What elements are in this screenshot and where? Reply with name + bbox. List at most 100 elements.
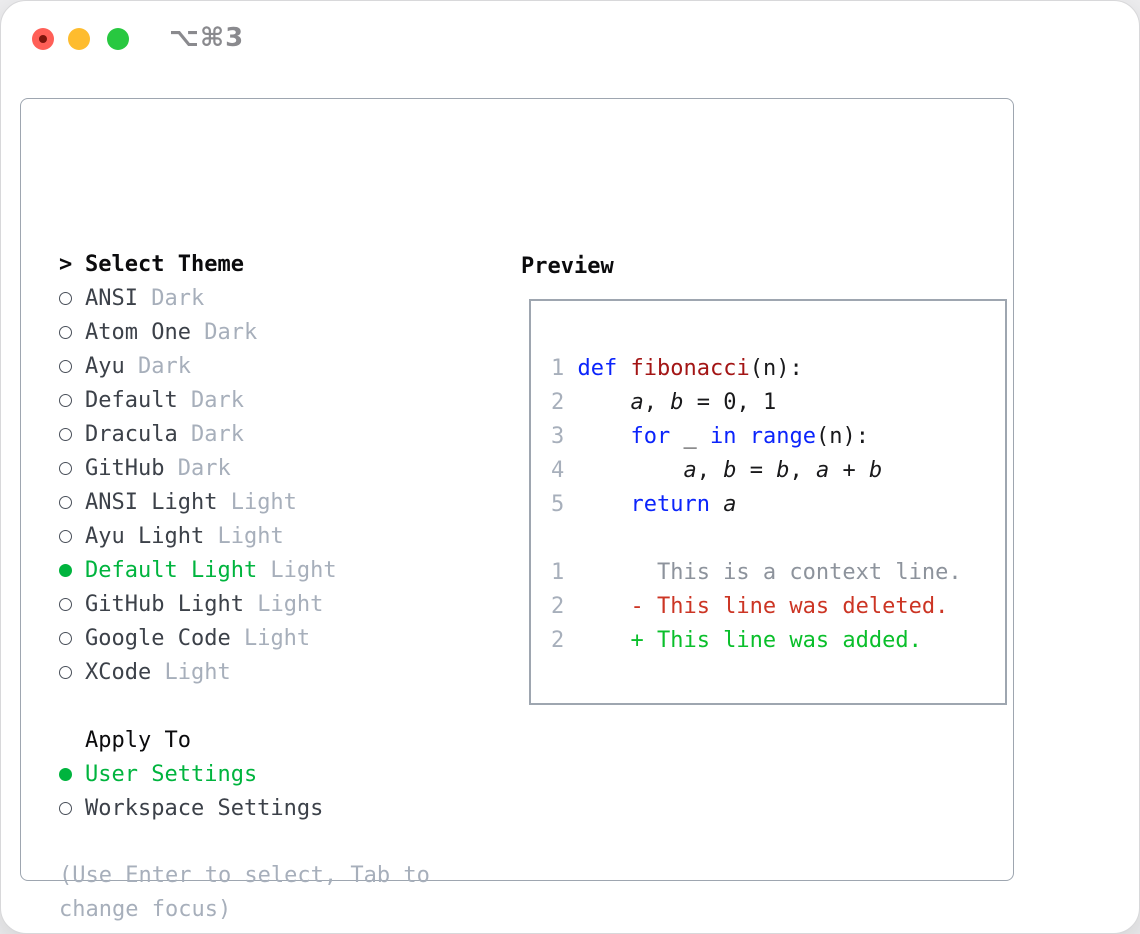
code-segment: range [749, 424, 816, 449]
radio-column [59, 495, 85, 509]
option-label: ANSI [85, 285, 138, 311]
code-segment [710, 492, 723, 517]
theme-option-google-code-light[interactable]: Google Code Light [59, 621, 337, 655]
option-label: Dracula [85, 421, 178, 447]
radio-column [59, 359, 85, 373]
apply-option-user-settings[interactable]: User Settings [59, 757, 323, 791]
code-segment [577, 390, 630, 415]
help-text: (Use Enter to select, Tab to change focu… [59, 863, 430, 922]
code-segment: This is a context line. [577, 560, 962, 585]
code-segment [736, 424, 749, 449]
theme-option-ayu-light-light[interactable]: Ayu Light Light [59, 519, 337, 553]
theme-option-ayu-dark[interactable]: Ayu Dark [59, 349, 337, 383]
preview-line-5: 5 return a [551, 488, 1005, 522]
close-button[interactable] [32, 28, 54, 50]
code-segment: b [868, 458, 883, 483]
code-segment: , [696, 458, 724, 483]
preview-line-9: 2 + This line was added. [551, 624, 1005, 658]
radio-column [59, 325, 85, 339]
radio-icon [59, 631, 72, 645]
option-tag: Dark [124, 353, 191, 379]
title-bar: ⌥⌘3 [1, 1, 1139, 77]
radio-column [59, 563, 85, 577]
radio-column [59, 767, 85, 781]
option-label: Ayu Light [85, 523, 205, 549]
preview-blank-line [551, 522, 1005, 556]
option-label: Google Code [85, 625, 231, 651]
preview-line-4: 4 a, b = b, a + b [551, 454, 1005, 488]
option-tag: Light [230, 625, 311, 651]
radio-icon [59, 393, 72, 407]
code-segment: + This line was added. [577, 628, 922, 653]
option-tag: Light [217, 489, 297, 515]
radio-icon [59, 529, 72, 543]
theme-option-github-dark[interactable]: GitHub Dark [59, 451, 337, 485]
radio-column [59, 291, 85, 305]
radio-column [59, 665, 85, 679]
code-segment: return [630, 492, 710, 517]
radio-column [59, 529, 85, 543]
theme-option-ansi-dark[interactable]: ANSI Dark [59, 281, 337, 315]
window-title: ⌥⌘3 [169, 23, 245, 53]
code-segment: a [723, 492, 737, 517]
apply-option-workspace-settings[interactable]: Workspace Settings [59, 791, 323, 825]
radio-column [59, 597, 85, 611]
code-segment: _ [670, 424, 710, 449]
option-label: GitHub Light [85, 591, 244, 617]
code-segment: = 0, 1 [683, 390, 777, 415]
code-segment [577, 492, 630, 517]
code-segment: b [670, 390, 684, 415]
radio-icon [59, 359, 72, 373]
radio-column [59, 461, 85, 475]
code-segment [577, 424, 630, 449]
theme-option-dracula-dark[interactable]: Dracula Dark [59, 417, 337, 451]
code-segment: a [683, 458, 697, 483]
radio-column [59, 393, 85, 407]
radio-icon [59, 427, 72, 441]
radio-icon [59, 801, 72, 815]
theme-option-default-light-light[interactable]: Default Light Light [59, 553, 337, 587]
selection-caret: > [59, 251, 73, 277]
theme-option-github-light-light[interactable]: GitHub Light Light [59, 587, 337, 621]
line-number: 3 [551, 424, 565, 449]
theme-option-ansi-light-light[interactable]: ANSI Light Light [59, 485, 337, 519]
radio-column [59, 427, 85, 441]
theme-option-xcode-light[interactable]: XCode Light [59, 655, 337, 689]
code-segment: in [709, 424, 737, 449]
option-label: XCode [85, 659, 152, 685]
radio-icon [59, 461, 72, 475]
theme-option-default-dark[interactable]: Default Dark [59, 383, 337, 417]
code-segment: a [815, 458, 830, 483]
option-label: Default [85, 387, 178, 413]
option-label: ANSI Light [85, 489, 218, 515]
option-label: Atom One [85, 319, 191, 345]
option-tag: Dark [137, 285, 205, 311]
line-number: 2 [551, 594, 565, 619]
option-tag: Light [204, 523, 284, 549]
radio-icon [59, 325, 72, 339]
code-segment [577, 458, 683, 483]
preview-header: Preview [521, 254, 614, 279]
apply-to-header: Apply To [85, 727, 191, 753]
option-tag: Dark [177, 421, 244, 447]
zoom-button[interactable] [107, 28, 129, 50]
code-segment: , [643, 390, 671, 415]
code-segment: = [736, 458, 777, 483]
theme-option-atom-one-dark[interactable]: Atom One Dark [59, 315, 337, 349]
apply-to-header-row: Apply To [59, 723, 323, 757]
code-segment: - This line was deleted. [577, 594, 949, 619]
radio-icon [59, 665, 72, 679]
option-label: Ayu [85, 353, 125, 379]
radio-icon [59, 597, 72, 611]
preview-line-3: 3 for _ in range(n): [551, 420, 1005, 454]
code-segment: b [723, 458, 737, 483]
radio-icon [59, 291, 72, 305]
line-number: 1 [551, 560, 565, 585]
minimize-button[interactable] [68, 28, 90, 50]
theme-list-header-row: >Select Theme [59, 247, 337, 281]
